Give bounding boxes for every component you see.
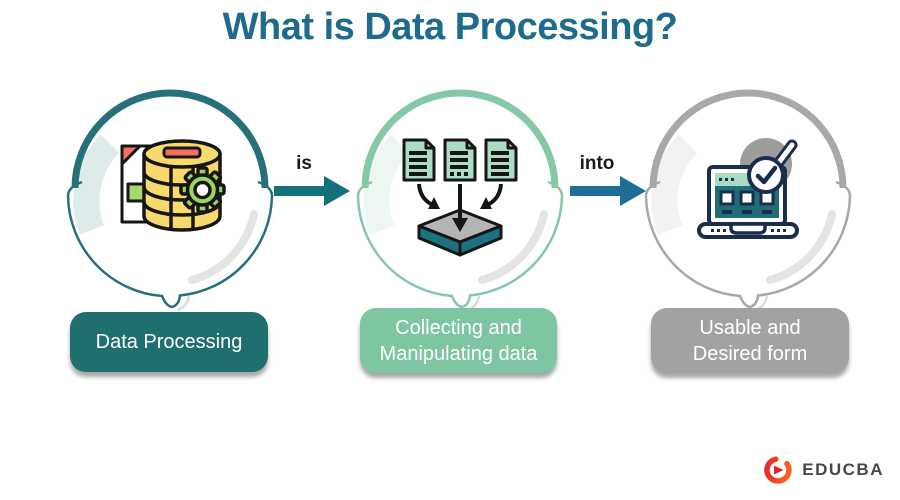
source-documents	[402, 138, 518, 182]
ring-tail-shadow	[176, 295, 191, 312]
ring-bottom-arc	[644, 180, 852, 309]
database-gear-icon	[120, 139, 226, 232]
gear-icon	[179, 166, 226, 214]
document-fold	[120, 144, 142, 166]
ring-inner-highlight	[766, 210, 836, 284]
step-ring-1	[66, 89, 274, 312]
documents-merge-icon	[402, 138, 518, 257]
step-label-line: Manipulating data	[379, 342, 538, 365]
ring-top-arc	[361, 89, 559, 189]
step-label-data-processing: Data Processing	[70, 312, 268, 372]
connector-label-is: is	[296, 153, 312, 174]
right-arrow-icon	[274, 176, 350, 206]
magnifier-check	[747, 156, 785, 194]
merge-arrows	[417, 183, 503, 232]
step-label-line: Data Processing	[95, 331, 243, 353]
ring-inner-highlight	[188, 210, 258, 284]
ring-bottom-arc	[356, 180, 564, 309]
page-title: What is Data Processing?	[222, 6, 678, 48]
educba-mark-icon	[764, 456, 793, 484]
brand-logo: EDUCBA	[761, 452, 884, 488]
laptop-check-icon	[697, 138, 799, 239]
ring-bottom-arc	[66, 180, 274, 309]
ring-watermark-swoosh	[73, 134, 120, 235]
step-ring-3	[644, 89, 852, 312]
step-label-line: Collecting and	[395, 316, 522, 339]
connector-label-into: into	[579, 153, 615, 174]
platform-shape	[417, 208, 503, 257]
ring-top-arc	[71, 89, 269, 189]
arrow-shape	[570, 176, 646, 206]
step-label-line: Desired form	[692, 342, 808, 365]
ring-top-arc	[649, 89, 847, 189]
ring-watermark-swoosh	[651, 134, 698, 235]
ring-watermark-swoosh	[363, 134, 410, 235]
step-label-line: Usable and	[699, 316, 801, 339]
laptop-base	[697, 222, 799, 239]
brand-name: EDUCBA	[802, 460, 884, 479]
right-arrow-icon	[570, 176, 646, 206]
arrow-shape	[274, 176, 350, 206]
ring-inner-highlight	[478, 210, 548, 284]
step-ring-2	[356, 89, 564, 312]
